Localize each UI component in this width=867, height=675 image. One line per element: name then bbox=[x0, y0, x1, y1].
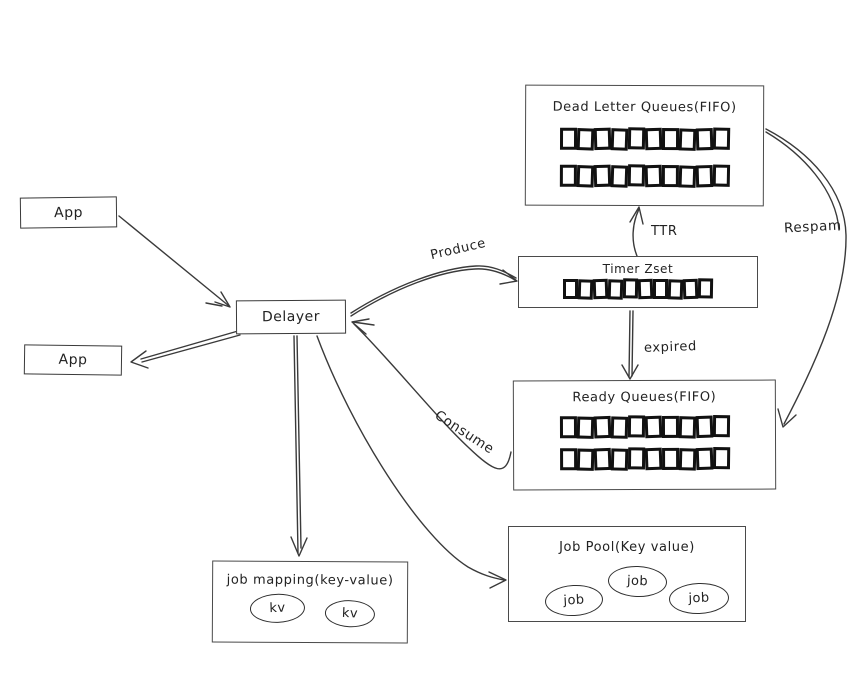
node-job-mapping: job mapping(key-value) kv kv bbox=[211, 560, 409, 644]
arrow-delayer-to-app bbox=[130, 330, 241, 369]
queue-row bbox=[559, 415, 730, 439]
node-delayer-label: Delayer bbox=[261, 308, 321, 326]
queue-cell bbox=[697, 278, 714, 299]
queue-cell bbox=[661, 415, 679, 438]
queue-cell bbox=[637, 278, 654, 300]
queue-cell bbox=[610, 165, 628, 188]
queue-row bbox=[563, 278, 714, 300]
queue-cell bbox=[627, 164, 645, 187]
node-app-top: App bbox=[19, 196, 118, 229]
queue-cell bbox=[577, 279, 594, 300]
arrow-consume bbox=[351, 318, 512, 470]
edge-label-expired: expired bbox=[643, 339, 698, 356]
queue-cell bbox=[667, 279, 684, 300]
queue-cell bbox=[559, 448, 577, 471]
queue-cell bbox=[661, 165, 679, 188]
queue-cell bbox=[559, 416, 577, 439]
queue-cell bbox=[695, 447, 713, 471]
queue-cell bbox=[576, 416, 594, 439]
queue-row bbox=[559, 127, 730, 151]
job-ellipse-label: job bbox=[626, 573, 649, 590]
queue-cell bbox=[644, 164, 662, 188]
job-ellipse-label: job bbox=[563, 592, 585, 609]
ready-queues-title: Ready Queues(FIFO) bbox=[572, 389, 717, 406]
queue-cell bbox=[678, 165, 696, 188]
job-mapping-title: job mapping(key-value) bbox=[226, 572, 394, 589]
dead-letter-rows bbox=[526, 127, 763, 188]
queue-cell bbox=[610, 128, 628, 151]
queue-cell bbox=[661, 128, 679, 151]
node-timer-zset: Timer Zset bbox=[518, 256, 758, 308]
arrow-respam bbox=[765, 128, 847, 428]
job-ellipse: job bbox=[544, 583, 604, 618]
queue-cell bbox=[563, 279, 578, 299]
job-ellipse-label: job bbox=[688, 590, 710, 607]
queue-cell bbox=[627, 127, 645, 150]
node-ready-queues: Ready Queues(FIFO) bbox=[512, 379, 777, 491]
edge-label-ttr: TTR bbox=[651, 224, 678, 239]
queue-cell bbox=[695, 164, 713, 188]
queue-cell bbox=[661, 447, 679, 470]
queue-row bbox=[559, 164, 730, 188]
job-pool-title: Job Pool(Key value) bbox=[559, 540, 695, 555]
node-job-pool: Job Pool(Key value) job job job bbox=[508, 526, 746, 622]
arrow-ttr bbox=[629, 206, 644, 257]
node-dead-letter-queues: Dead Letter Queues(FIFO) bbox=[524, 84, 765, 207]
queue-row bbox=[559, 447, 730, 471]
queue-cell bbox=[627, 415, 645, 438]
queue-cell bbox=[593, 447, 611, 471]
kv-ellipse-label: kv bbox=[269, 600, 286, 617]
queue-cell bbox=[695, 415, 713, 439]
node-app-bottom: App bbox=[23, 344, 123, 376]
arrow-delayer-to-job-mapping bbox=[290, 335, 308, 557]
queue-cell bbox=[695, 127, 713, 151]
queue-cell bbox=[592, 278, 609, 300]
node-delayer: Delayer bbox=[235, 299, 347, 335]
queue-cell bbox=[682, 278, 699, 300]
timer-zset-title: Timer Zset bbox=[602, 262, 674, 276]
queue-cell bbox=[576, 165, 594, 188]
arrow-produce bbox=[350, 265, 518, 317]
queue-cell bbox=[576, 128, 594, 151]
arrow-app-to-delayer bbox=[118, 215, 231, 308]
queue-cell bbox=[622, 278, 639, 299]
queue-cell bbox=[607, 279, 624, 300]
queue-cell bbox=[644, 127, 662, 151]
ready-queues-rows bbox=[514, 415, 775, 471]
queue-cell bbox=[678, 416, 696, 439]
queue-cell bbox=[593, 164, 611, 188]
queue-cell bbox=[712, 415, 730, 438]
queue-cell bbox=[712, 127, 730, 150]
arrow-expired bbox=[621, 310, 639, 380]
queue-cell bbox=[712, 447, 730, 470]
queue-cell bbox=[644, 415, 662, 439]
queue-cell bbox=[678, 128, 696, 151]
queue-cell bbox=[610, 448, 628, 471]
queue-cell bbox=[593, 127, 611, 151]
queue-cell bbox=[576, 448, 594, 471]
dead-letter-title: Dead Letter Queues(FIFO) bbox=[552, 99, 737, 116]
queue-cell bbox=[593, 415, 611, 439]
kv-ellipse: kv bbox=[249, 593, 306, 624]
queue-cell bbox=[627, 447, 645, 470]
node-app-top-label: App bbox=[53, 204, 84, 221]
queue-cell bbox=[678, 448, 696, 471]
kv-ellipse: kv bbox=[324, 599, 376, 629]
queue-cell bbox=[559, 164, 577, 187]
queue-cell bbox=[644, 447, 662, 471]
queue-cell bbox=[653, 279, 668, 299]
arrow-delayer-to-job-pool bbox=[316, 335, 507, 589]
queue-cell bbox=[712, 164, 730, 187]
job-ellipse: job bbox=[668, 581, 730, 616]
job-ellipse: job bbox=[607, 564, 668, 599]
queue-cell bbox=[610, 416, 628, 439]
timer-zset-rows bbox=[519, 278, 757, 300]
edge-label-respam: Respam bbox=[783, 217, 843, 237]
queue-cell bbox=[559, 127, 577, 150]
kv-ellipse-label: kv bbox=[341, 605, 359, 622]
node-app-bottom-label: App bbox=[58, 351, 88, 369]
